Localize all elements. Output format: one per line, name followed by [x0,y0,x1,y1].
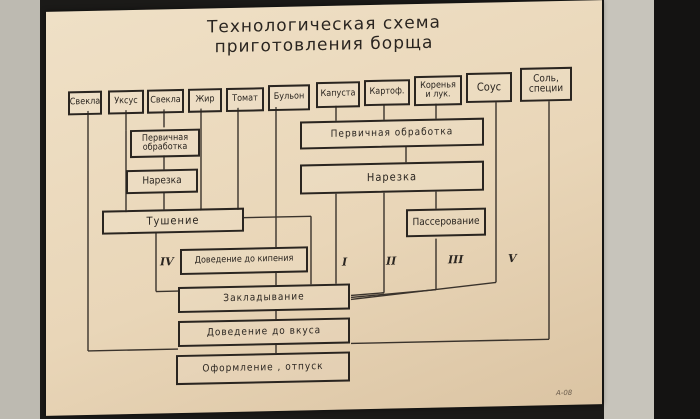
wall-tile [604,0,654,419]
step-stewing: Тушение [102,207,244,235]
ingredient-box: Соль, специи [520,66,572,102]
ingredient-box: Жир [188,88,222,113]
borscht-scheme-plaque: Технологическая схема приготовления борщ… [46,0,602,416]
flow-lines [87,101,550,354]
step-cutting-left: Нарезка [126,168,198,195]
step-sauteing: Пассерование [406,207,486,238]
ingredient-box: Капуста [316,81,360,109]
roman-label: I [342,255,348,269]
step-cutting-right: Нарезка [300,160,484,195]
step-loading: Закладывание [178,283,350,314]
ingredient-box: Уксус [108,89,144,115]
ingredient-box: Свекла [147,88,184,114]
plaque-footer-mark: А-08 [556,388,573,398]
dark-doorway [654,0,700,419]
ingredient-box: Бульон [268,84,310,112]
step-primary-processing-left: Первичная обработка [130,128,200,159]
step-serving: Оформление , отпуск [176,351,350,386]
roman-label: II [386,254,397,268]
ingredient-box: Картоф. [364,79,410,107]
ingredient-box: Коренья и лук. [414,75,462,107]
roman-label: V [508,251,517,266]
roman-label: III [448,253,464,267]
ingredient-box: Томат [226,87,264,113]
step-primary-processing-right: Первичная обработка [300,117,484,150]
ingredient-box: Соус [466,72,512,104]
ingredient-box: Свекла [68,90,102,116]
wall-tile [0,0,40,419]
roman-label: IV [160,255,174,269]
step-bring-to-boil: Доведение до кипения [180,246,308,276]
step-adjust-taste: Доведение до вкуса [178,317,350,348]
